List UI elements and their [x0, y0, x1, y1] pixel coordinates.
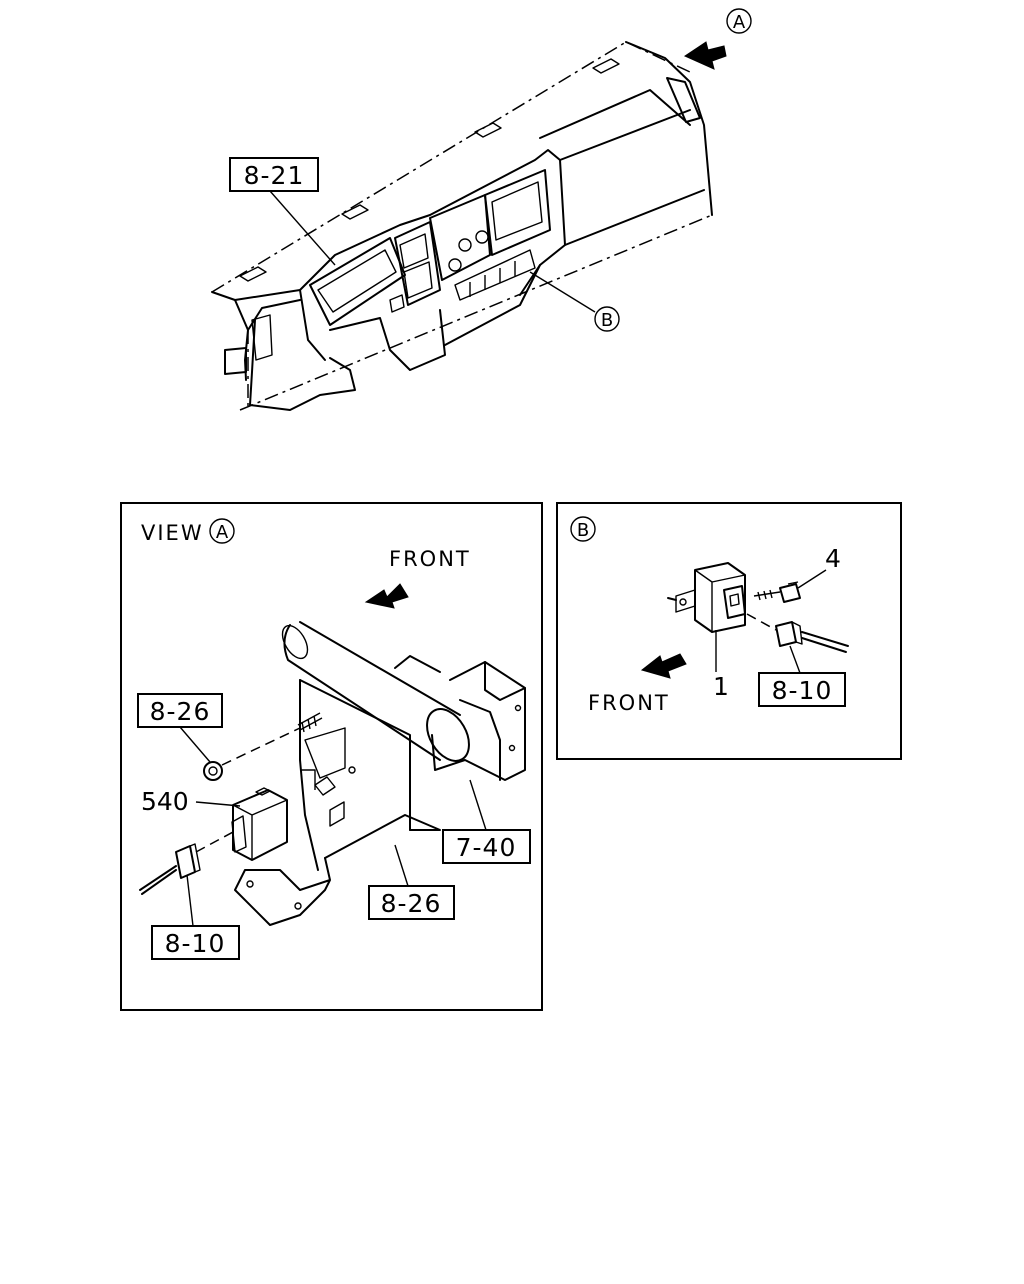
front-arrow-icon	[364, 583, 409, 609]
callout-540: 540	[141, 787, 241, 816]
callout-8-26-upper-text: 8-26	[150, 697, 211, 726]
view-a-marker-top: A	[726, 8, 752, 34]
view-a-panel: VIEW A FRONT	[120, 502, 543, 1011]
view-b-marker-top: B	[529, 271, 620, 332]
callout-7-40-text: 7-40	[456, 833, 517, 862]
view-a-title-marker: A	[216, 522, 229, 543]
callout-7-40: 7-40	[442, 779, 531, 864]
part-number-540: 540	[141, 787, 189, 816]
dashboard-assembly	[211, 41, 713, 411]
view-b-front-label: FRONT	[588, 691, 670, 715]
view-b-marker-letter: B	[601, 310, 613, 331]
callout-8-10-lower: 8-10	[151, 874, 240, 960]
view-a-title: VIEW	[141, 521, 204, 545]
view-a-marker-letter: A	[733, 12, 746, 33]
callout-8-10-b: 8-10	[758, 645, 846, 707]
part-number-1: 1	[713, 672, 729, 701]
callout-8-10-lower-text: 8-10	[165, 929, 226, 958]
callout-part-1: 1	[713, 630, 729, 701]
view-a-direction-arrow	[683, 41, 727, 70]
view-a-front-label: FRONT	[389, 547, 471, 571]
callout-8-21: 8-21	[229, 157, 336, 266]
callout-part-4: 4	[797, 544, 841, 589]
callout-8-21-text: 8-21	[244, 161, 305, 190]
callout-8-26-bottom: 8-26	[368, 844, 455, 920]
callout-8-10-b-text: 8-10	[772, 676, 833, 705]
callout-8-26-upper: 8-26	[137, 693, 223, 763]
front-arrow-icon-b	[640, 653, 687, 679]
part-number-4: 4	[825, 544, 841, 573]
view-b-panel: B FRONT 4 1 8-10	[556, 502, 902, 760]
callout-8-26-bottom-text: 8-26	[381, 889, 442, 918]
view-b-title-marker: B	[577, 520, 589, 541]
